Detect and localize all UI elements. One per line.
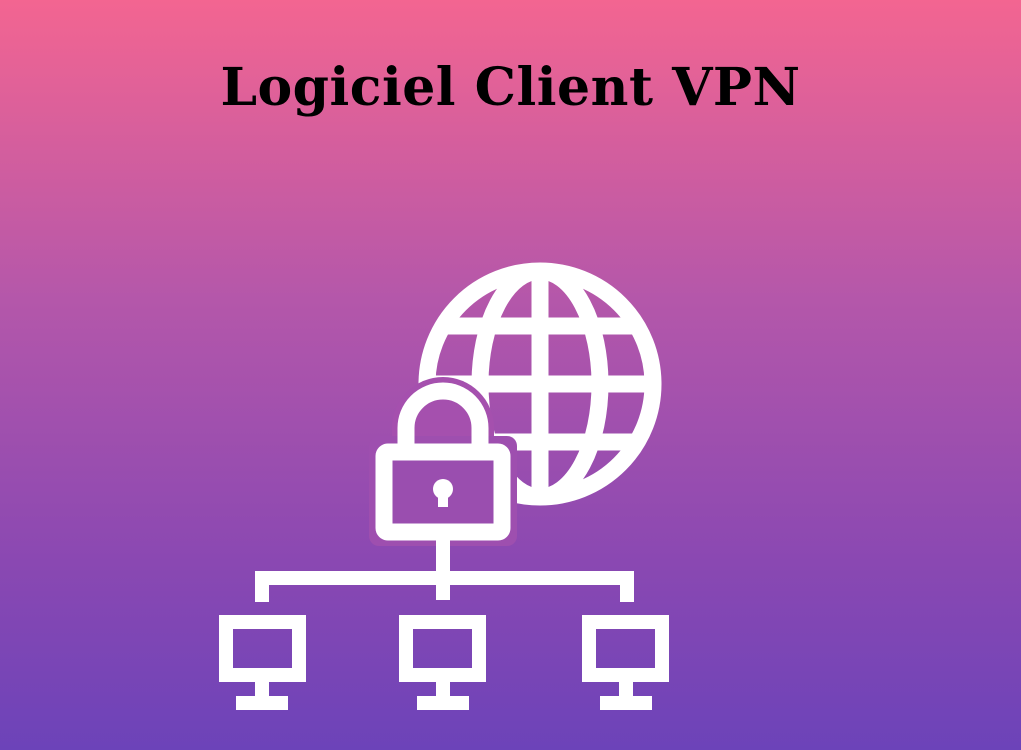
monitor-icon bbox=[582, 615, 669, 710]
monitor-icon bbox=[219, 615, 306, 710]
network-tree-icon bbox=[255, 540, 634, 602]
page-title: Logiciel Client VPN bbox=[220, 57, 801, 118]
padlock-icon bbox=[369, 377, 517, 546]
monitor-icon bbox=[399, 615, 486, 710]
